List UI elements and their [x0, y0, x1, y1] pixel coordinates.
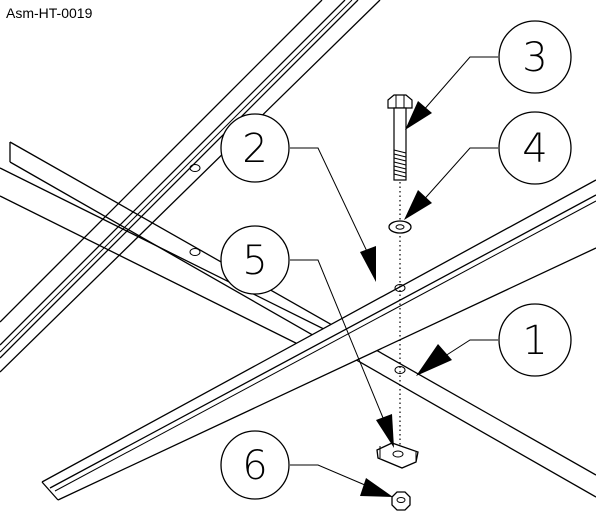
upper-diagonal-rail: [0, 0, 381, 373]
washer-part: [388, 220, 412, 234]
balloon-4: 4: [498, 111, 572, 185]
main-channel-rail: [41, 179, 596, 501]
channel-clip-part: [376, 442, 419, 469]
hex-bolt-part: [387, 94, 413, 181]
leader-lines: [290, 56, 498, 497]
balloon-6-number: 6: [242, 443, 267, 489]
balloon-2: 2: [220, 113, 290, 183]
balloon-5-number: 5: [242, 238, 267, 284]
drawing-id-label: Asm-HT-0019: [6, 5, 93, 21]
hex-nut-part: [391, 491, 411, 511]
balloon-4-number: 4: [522, 126, 547, 172]
balloon-2-number: 2: [242, 126, 267, 172]
lower-diagonal-beam: [0, 167, 371, 361]
balloon-3-number: 3: [522, 35, 547, 81]
balloon-1-number: 1: [522, 318, 547, 364]
balloon-1: 1: [498, 303, 572, 377]
balloon-3: 3: [498, 20, 572, 94]
balloon-5: 5: [220, 225, 290, 295]
crossbar-beam: [9, 141, 596, 498]
balloon-6: 6: [220, 430, 290, 500]
